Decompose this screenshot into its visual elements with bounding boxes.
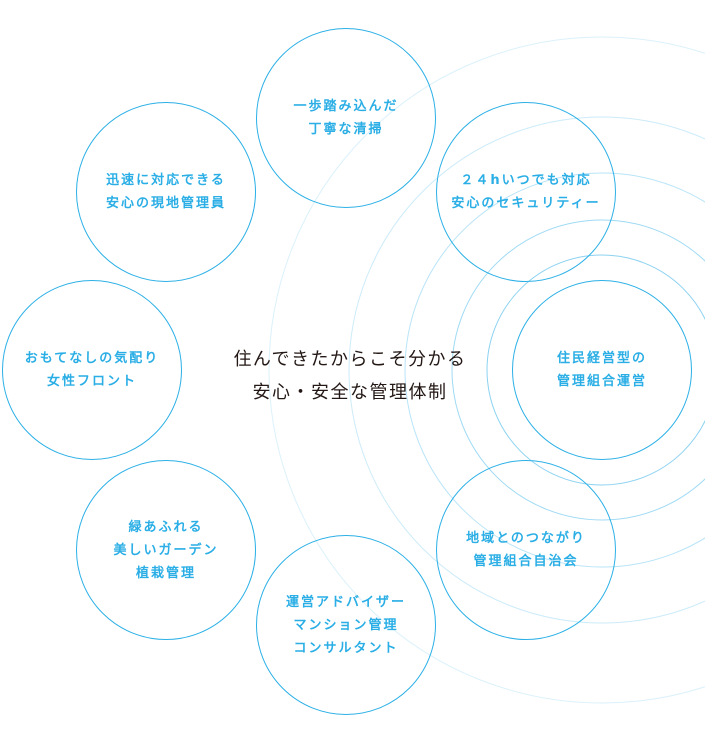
node-label: 管理組合自治会 xyxy=(473,554,579,569)
node-label: ２４hいつでも対応 xyxy=(460,173,592,188)
node-label: おもてなしの気配り xyxy=(24,351,160,366)
node-label: 運営アドバイザー xyxy=(285,594,406,610)
node-label: 住民経営型の xyxy=(556,351,647,366)
node-consultant: 運営アドバイザーマンション管理コンサルタント xyxy=(256,535,436,715)
node-community: 地域とのつながり管理組合自治会 xyxy=(436,460,616,640)
node-label: マンション管理 xyxy=(293,617,399,633)
node-label: 管理組合運営 xyxy=(556,374,647,389)
ring xyxy=(486,254,705,486)
node-label: 安心の現地管理員 xyxy=(105,196,226,211)
node-label: 一歩踏み込んだ xyxy=(293,99,399,114)
node-front-desk: おもてなしの気配り女性フロント xyxy=(2,280,182,460)
ring xyxy=(348,116,705,624)
node-security: ２４hいつでも対応安心のセキュリティー xyxy=(436,102,616,282)
node-label: 女性フロント xyxy=(46,374,137,389)
node-label: コンサルタント xyxy=(293,640,399,656)
node-label: 迅速に対応できる xyxy=(106,173,226,188)
ring xyxy=(268,36,705,704)
central-message-line2: 安心・安全な管理体制 xyxy=(252,382,448,403)
node-label: 美しいガーデン xyxy=(113,542,219,558)
node-garden: 緑あふれる美しいガーデン植栽管理 xyxy=(76,460,256,640)
node-label: 緑あふれる xyxy=(128,519,204,535)
node-label: 丁寧な清掃 xyxy=(308,122,384,137)
node-label: 植栽管理 xyxy=(135,565,196,581)
central-message-line1: 住んできたからこそ分かる xyxy=(233,349,467,370)
node-label: 安心のセキュリティー xyxy=(451,196,601,211)
node-onsite-manager: 迅速に対応できる安心の現地管理員 xyxy=(76,102,256,282)
central-message: 住んできたからこそ分かる 安心・安全な管理体制 xyxy=(205,343,495,409)
node-label: 地域とのつながり xyxy=(466,531,586,546)
node-resident-management: 住民経営型の管理組合運営 xyxy=(512,280,692,460)
node-cleaning: 一歩踏み込んだ丁寧な清掃 xyxy=(256,28,436,208)
